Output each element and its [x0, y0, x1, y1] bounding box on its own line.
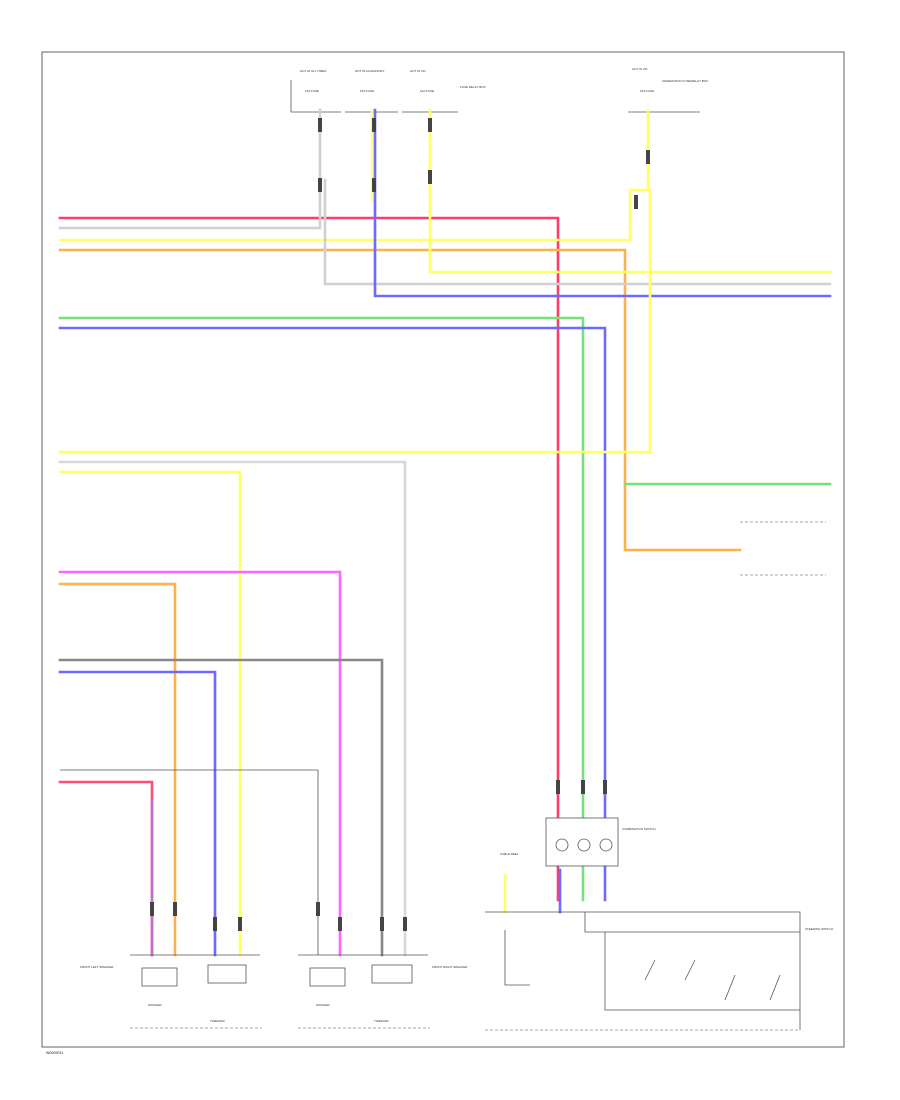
- power-source-4-heading: HOT IN ON: [632, 67, 647, 71]
- tweeter-left-label: TWEETER: [210, 1019, 225, 1023]
- power-source-4-fuse: 10A FUSE: [640, 89, 654, 93]
- woofer-right-box: [309, 967, 346, 987]
- woofer-right-label: WOOFER: [316, 1003, 330, 1007]
- power-source-4: HOT IN ON 10A FUSE UNDERHOOD FUSE/RELAY …: [628, 67, 708, 113]
- power-source-1: HOT AT ALL TIMES 15A FUSE: [290, 69, 341, 113]
- switch-contact-1: [555, 838, 569, 852]
- power-source-3-fuse: 10A FUSE: [420, 89, 434, 93]
- wire-yellow-mid: [58, 188, 652, 454]
- wire-yellow-top: [58, 108, 650, 242]
- tweeter-right-label: TWEETER: [374, 1019, 389, 1023]
- wire-yellow-tweeter: [58, 470, 242, 957]
- steering-switch-label: STEERING SWITCH: [805, 927, 833, 931]
- combination-switch-label: COMBINATION SWITCH: [622, 827, 656, 831]
- power-source-1-heading: HOT AT ALL TIMES: [300, 69, 326, 73]
- power-source-3-heading: HOT IN ON: [410, 69, 425, 73]
- front-left-speaker-group: WOOFER TWEETER FRONT LEFT SPEAKER: [80, 954, 262, 1029]
- tweeter-left-box: [207, 964, 247, 984]
- wire-white-fuse1: [323, 178, 832, 286]
- wire-white-top: [58, 108, 322, 230]
- wire-red-top: [58, 216, 560, 902]
- front-left-speaker-label: FRONT LEFT SPEAKER: [80, 965, 114, 969]
- wire-gray-thin: [60, 769, 319, 955]
- connector-markers: [150, 118, 650, 931]
- power-source-2: HOT IN ACCESSORY 15A FUSE: [345, 69, 398, 113]
- front-right-speaker-group: WOOFER TWEETER FRONT RIGHT SPEAKER: [298, 954, 468, 1029]
- front-right-speaker-label: FRONT RIGHT SPEAKER: [432, 965, 468, 969]
- wire-yellow-fuse3: [428, 108, 832, 274]
- power-source-1-fuse: 15A FUSE: [305, 89, 319, 93]
- power-source-3-note: FUSE RELAY BOX: [460, 85, 486, 89]
- wire-orange-top: [58, 248, 742, 552]
- steering-switch-bus: [485, 911, 801, 1030]
- wire-green: [58, 316, 585, 902]
- steering-switch-return: [604, 932, 800, 1011]
- switch-contact-3: [599, 838, 613, 852]
- steering-switch-contacts: [644, 959, 781, 1001]
- woofer-left-label: WOOFER: [148, 1003, 162, 1007]
- diagram-id: W0009031: [46, 1051, 63, 1055]
- woofer-left-box: [141, 967, 178, 987]
- cable-reel-label: CABLE REEL: [500, 852, 519, 856]
- steering-switch-inner: [584, 912, 800, 933]
- power-source-3: HOT IN ON 10A FUSE FUSE RELAY BOX: [402, 69, 486, 113]
- power-source-2-fuse: 15A FUSE: [360, 89, 374, 93]
- wire-blue-low: [58, 670, 217, 957]
- switch-contact-2: [577, 838, 591, 852]
- power-source-4-note: UNDERHOOD FUSE/RELAY BOX: [662, 79, 708, 83]
- diagram-frame: [41, 51, 845, 1048]
- wire-orange-speaker: [58, 582, 177, 957]
- wire-red-violet: [58, 780, 154, 957]
- right-component-outline: [740, 521, 826, 576]
- wire-blue: [58, 326, 607, 902]
- wire-white-mid: [58, 460, 407, 957]
- wire-gray: [58, 658, 384, 957]
- power-source-2-heading: HOT IN ACCESSORY: [355, 69, 385, 73]
- wire-blue-fuse2: [373, 108, 832, 298]
- steering-switch-ground: [504, 930, 530, 986]
- wire-pink: [58, 570, 342, 957]
- tweeter-right-box: [371, 964, 413, 984]
